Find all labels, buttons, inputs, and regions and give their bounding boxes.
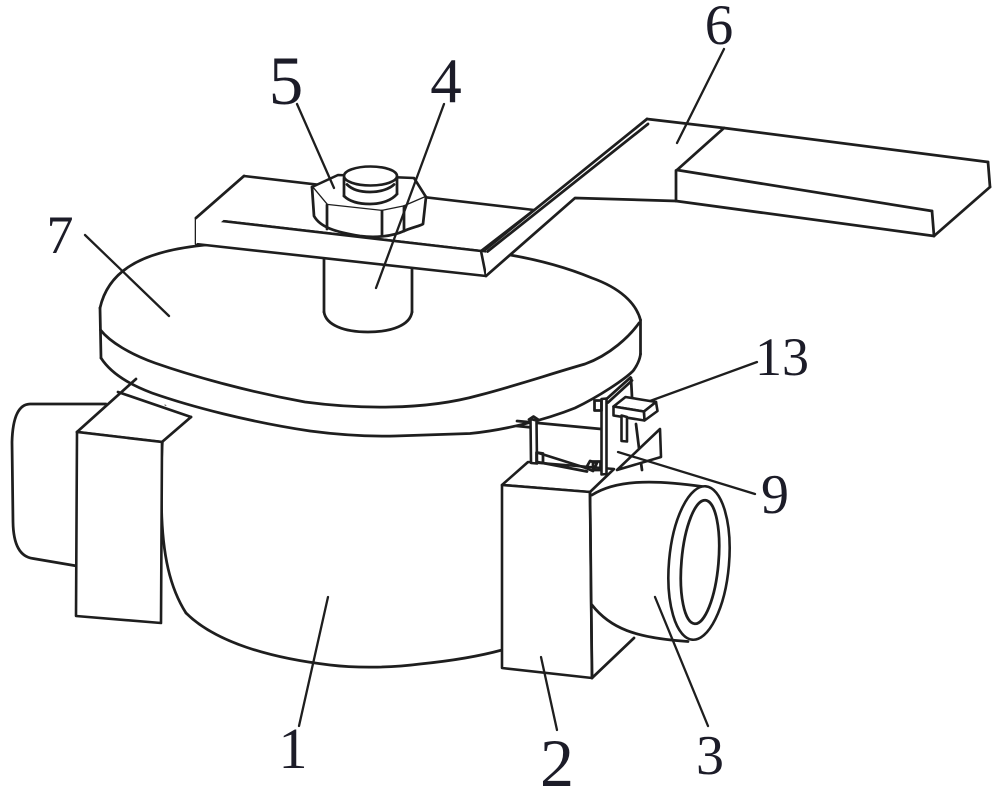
- svg-text:2: 2: [540, 725, 574, 788]
- svg-text:1: 1: [279, 716, 308, 781]
- svg-text:9: 9: [761, 464, 789, 526]
- svg-text:6: 6: [705, 0, 734, 57]
- svg-text:5: 5: [269, 43, 304, 119]
- svg-text:13: 13: [755, 327, 809, 387]
- svg-text:7: 7: [47, 205, 74, 265]
- svg-text:3: 3: [696, 725, 724, 787]
- svg-text:4: 4: [430, 46, 462, 116]
